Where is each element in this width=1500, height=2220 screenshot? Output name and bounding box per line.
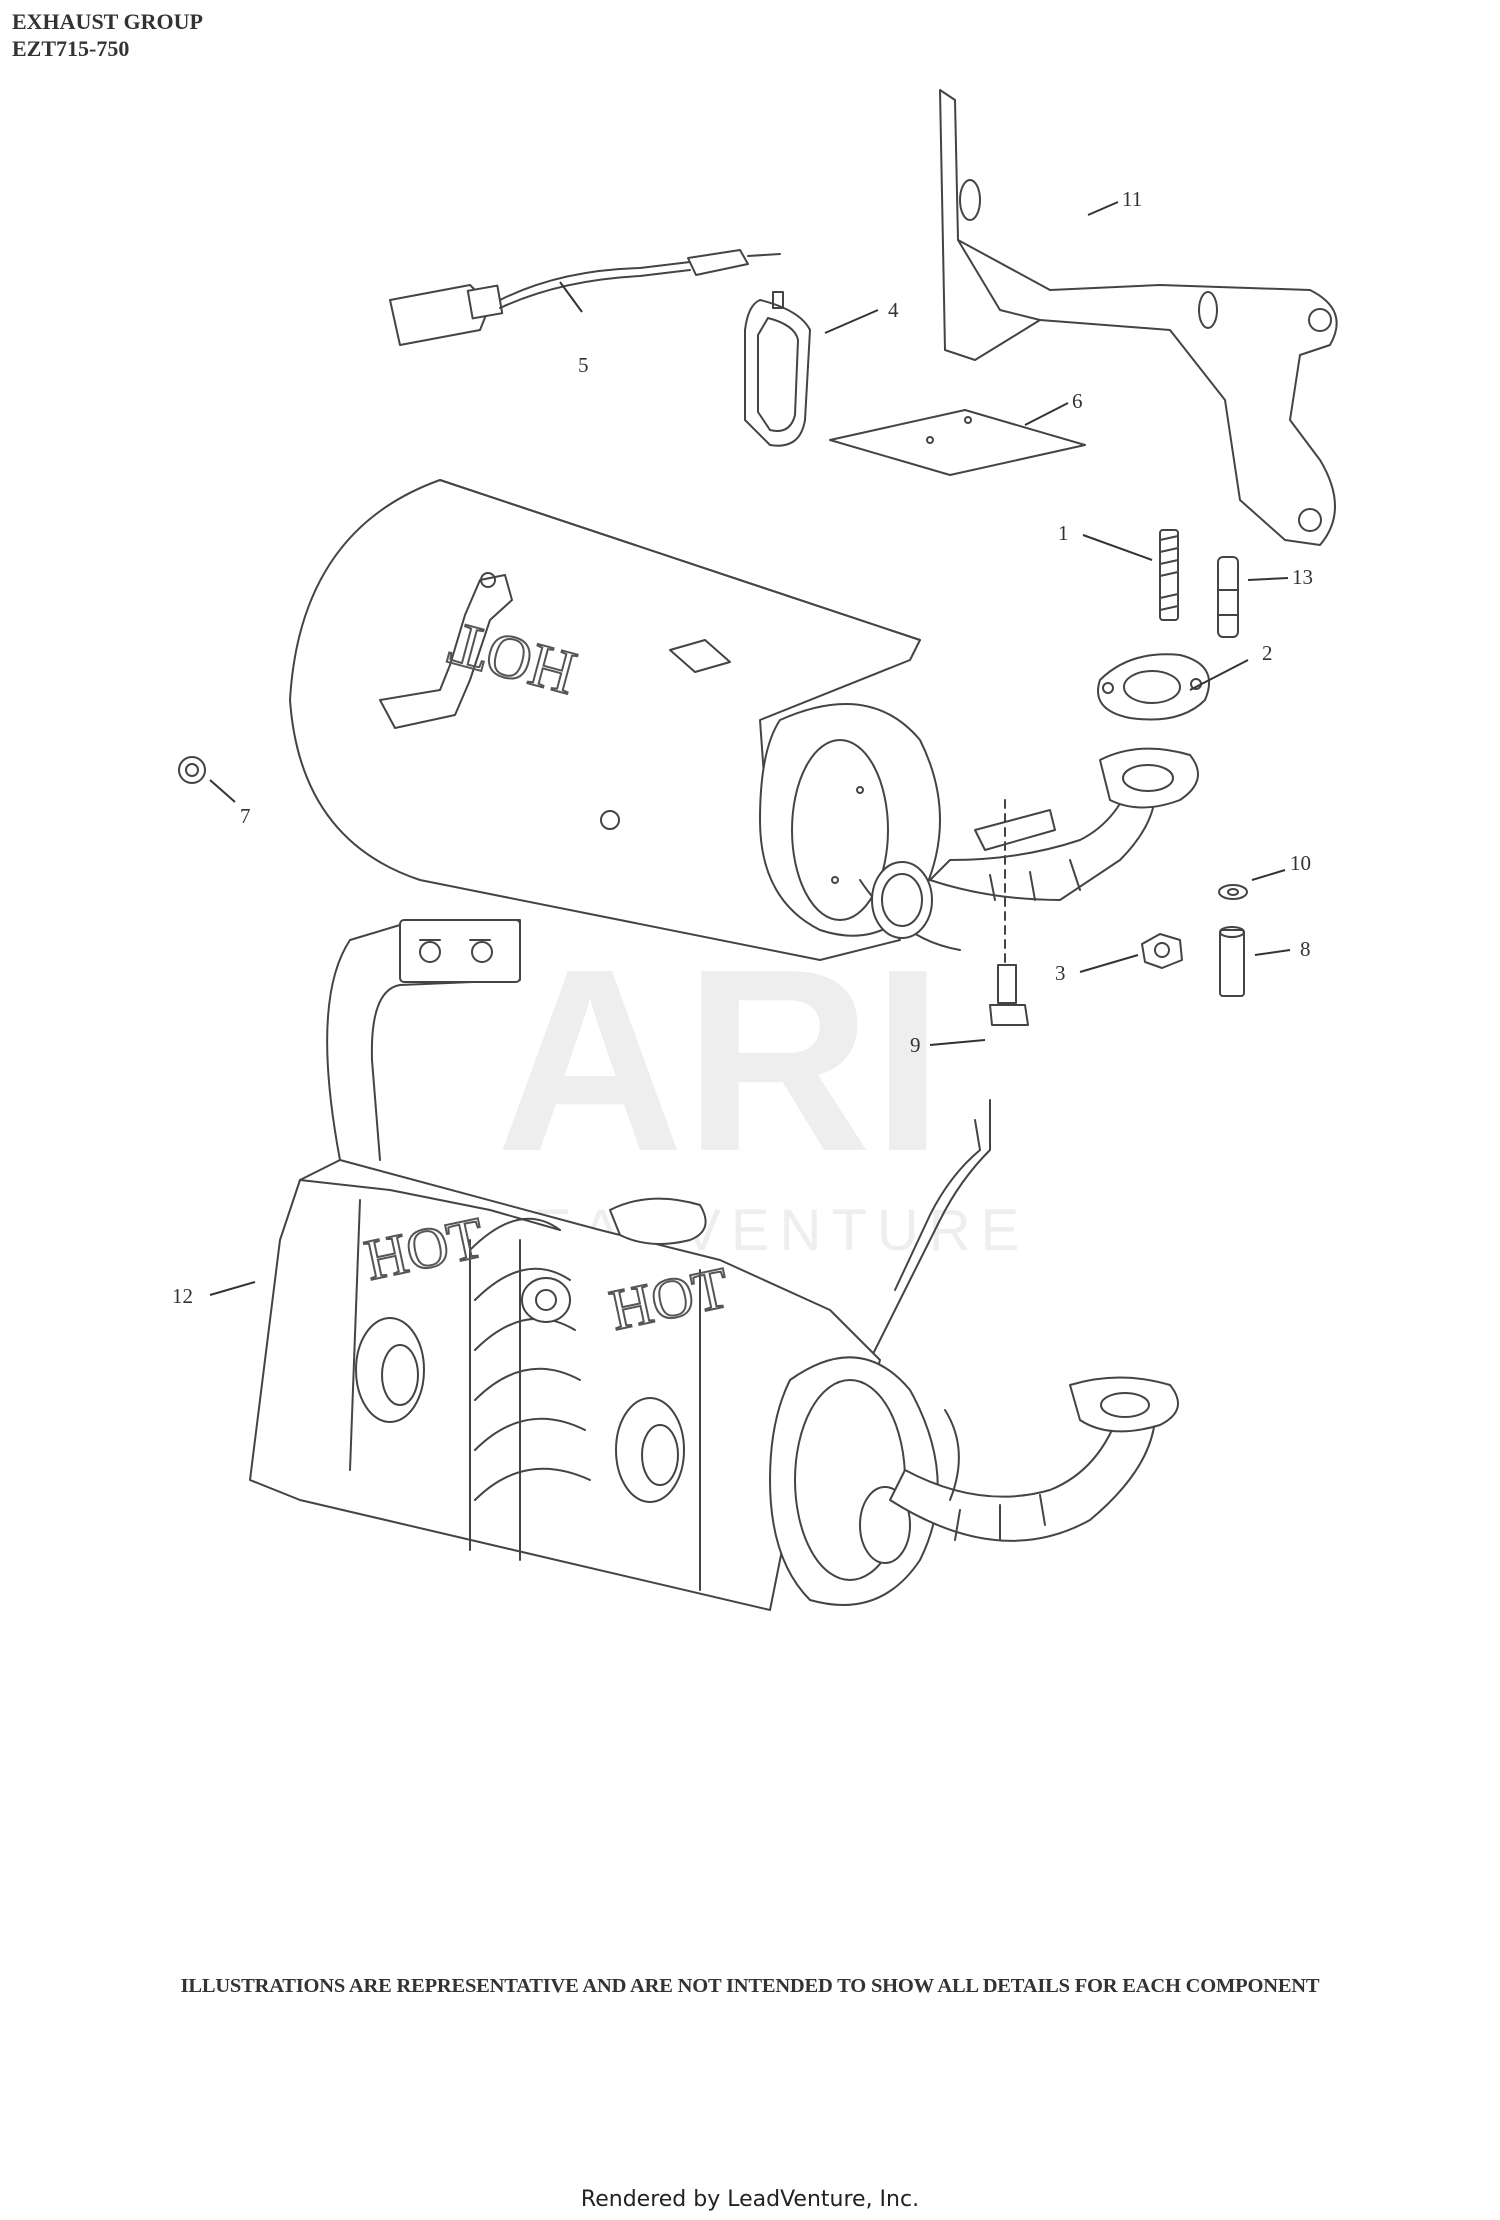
callout-12: 12 [172, 1284, 193, 1308]
model-range: EZT715-750 [12, 36, 130, 61]
upper-muffler-heat-shield: HOT [289, 479, 1199, 961]
part-5-oxygen-sensor [389, 249, 781, 346]
callout-leaders [209, 201, 1291, 1296]
part-4-gasket [744, 291, 811, 447]
part-11-bracket [939, 89, 1338, 546]
part-7-nut [178, 756, 206, 784]
lower-muffler-heat-shield: HOT HOT [249, 919, 1179, 1611]
callout-9: 9 [910, 1033, 921, 1057]
diagram-header: EXHAUST GROUP EZT715-750 [12, 8, 203, 62]
part-6-heat-plate [829, 409, 1086, 476]
part-2-exhaust-gasket [1097, 653, 1210, 721]
part-1-stud [1159, 529, 1179, 621]
part-8-cap-screw [1219, 926, 1245, 997]
watermark-logo: ARI [496, 916, 944, 1206]
ari-watermark: ARI LEADVENTURE [491, 916, 1020, 1263]
callout-1: 1 [1058, 521, 1069, 545]
part-10-washer [1218, 884, 1248, 900]
disclaimer-text: ILLUSTRATIONS ARE REPRESENTATIVE AND ARE… [180, 1975, 1320, 1997]
callout-10: 10 [1290, 851, 1311, 875]
diagram-title: EXHAUST GROUP [12, 9, 203, 34]
callout-6: 6 [1072, 389, 1083, 413]
callout-8: 8 [1300, 937, 1311, 961]
part-3-flange-nut [1141, 933, 1183, 969]
callout-11: 11 [1122, 187, 1142, 211]
callout-4: 4 [888, 298, 899, 322]
callout-3: 3 [1055, 961, 1066, 985]
callout-13: 13 [1292, 565, 1313, 589]
callout-7: 7 [240, 804, 251, 828]
callout-5: 5 [578, 353, 589, 377]
callout-2: 2 [1262, 641, 1273, 665]
part-9-bolt [989, 799, 1029, 1026]
rendered-by-footer: Rendered by LeadVenture, Inc. [580, 2187, 920, 2212]
part-13-dowel [1217, 556, 1239, 638]
callout-numbers: 11 5 4 6 1 13 2 7 10 3 8 9 12 [172, 187, 1313, 1308]
